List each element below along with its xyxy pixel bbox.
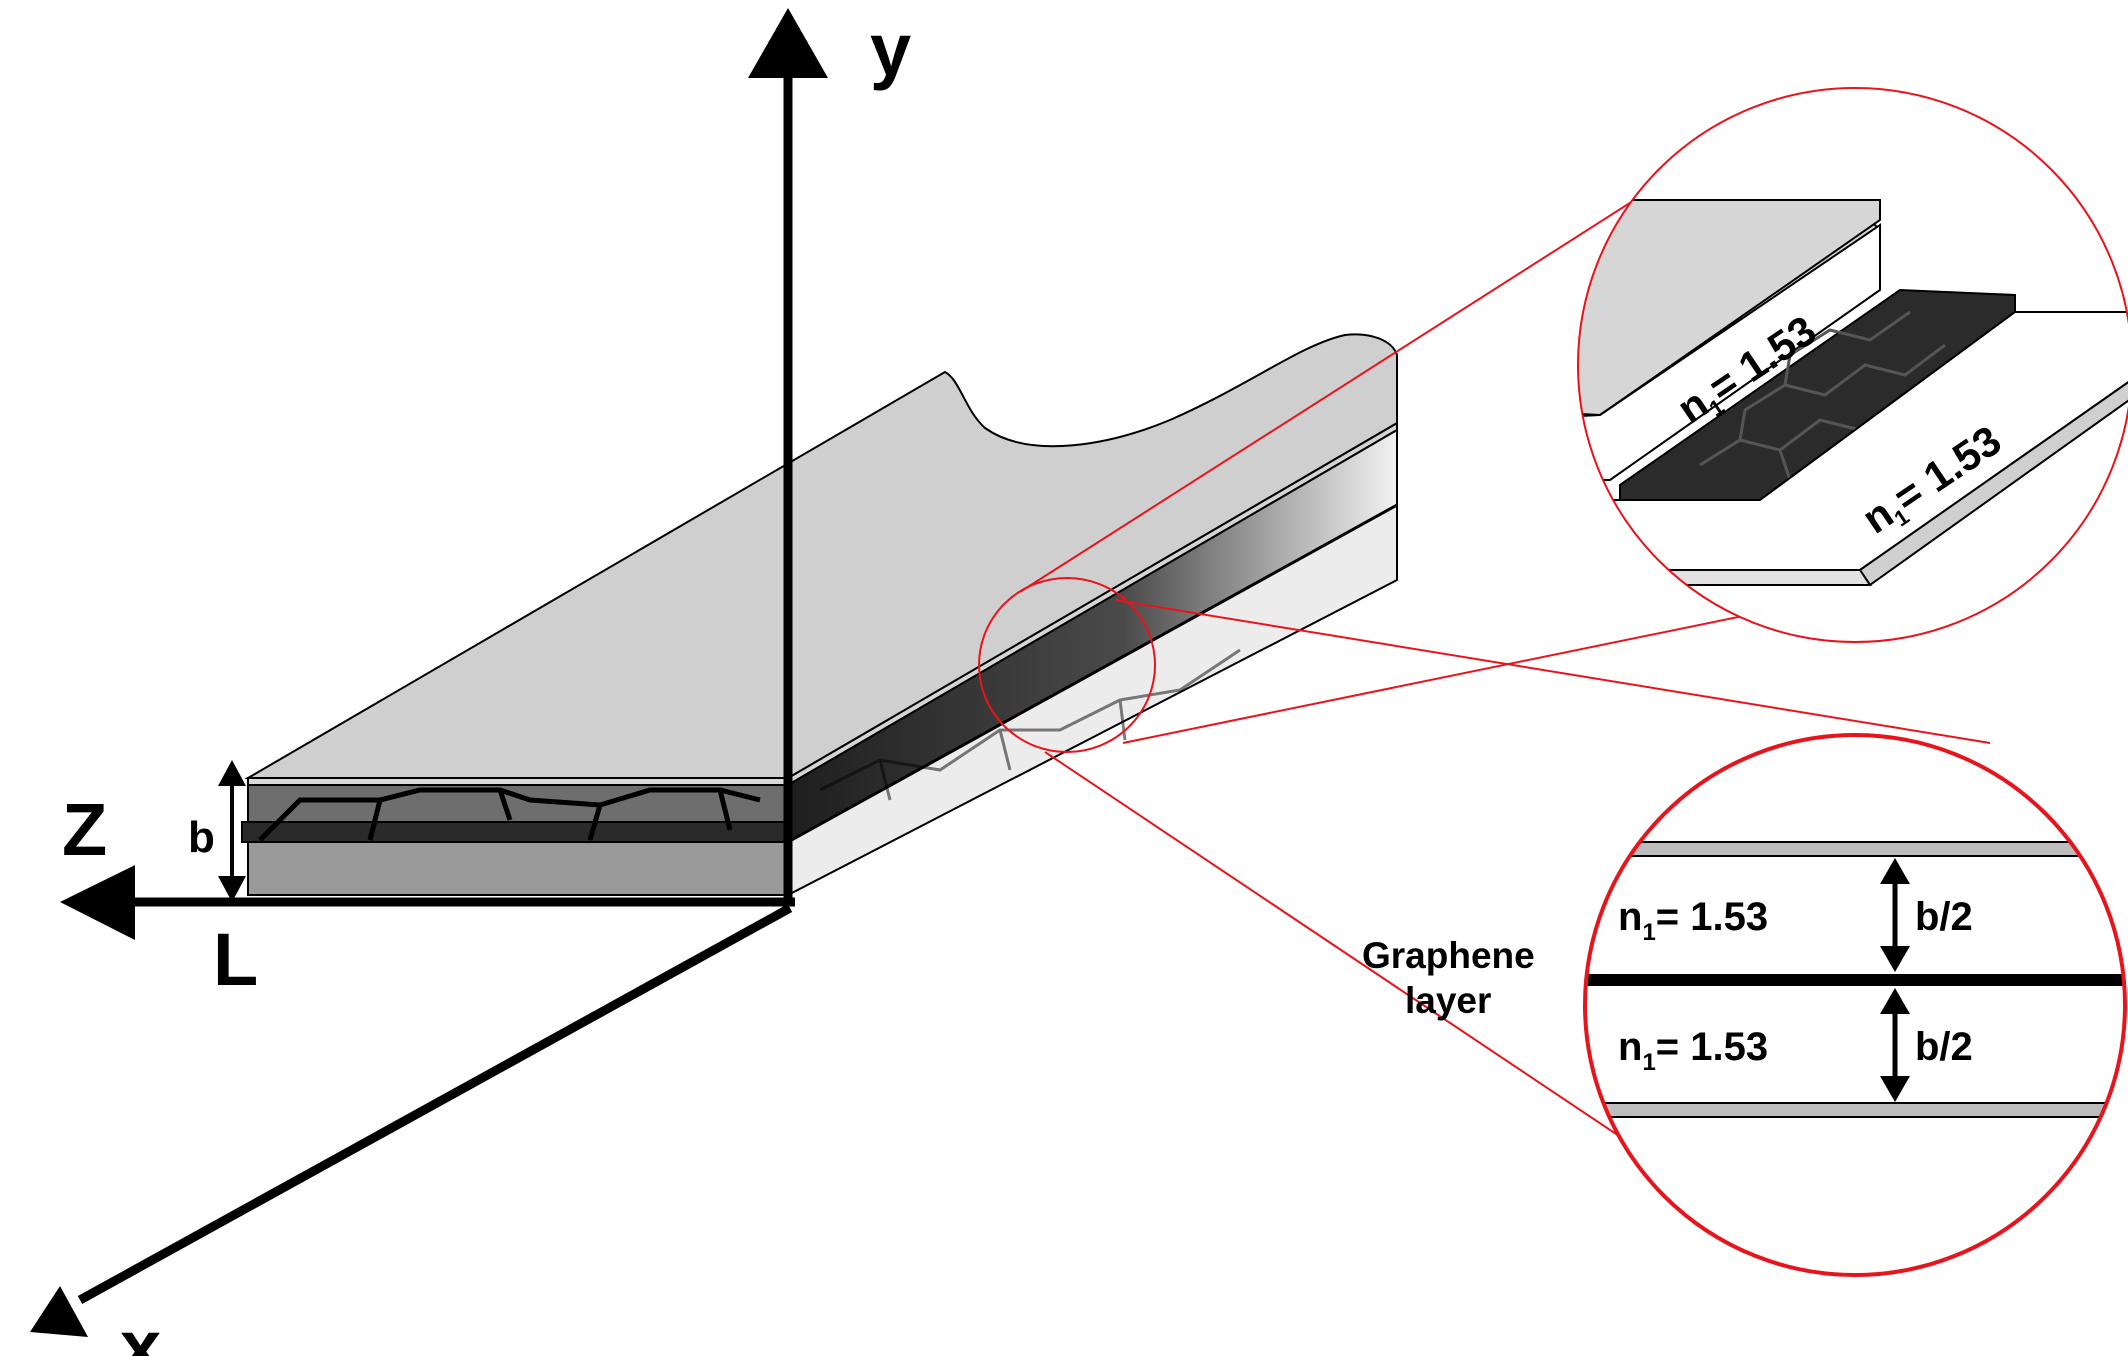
bottom-inset-upper-index: n1= 1.53 xyxy=(1618,895,1768,946)
bottom-inset-lower-thickness: b/2 xyxy=(1915,1025,1973,1069)
slab-front-lower-face xyxy=(247,841,789,896)
top-inset xyxy=(1577,87,2128,643)
bottom-inset-lower-cladding xyxy=(1585,1102,2125,1118)
x-axis-arrowhead xyxy=(30,1286,88,1337)
slab-graphene-honeycomb xyxy=(258,787,761,842)
axes xyxy=(30,8,828,1337)
slab-top-surface xyxy=(244,333,1398,779)
slab-side-edge xyxy=(787,503,1398,844)
bottom-inset-graphene-line xyxy=(1585,974,2125,986)
x-axis-line xyxy=(77,904,793,1304)
zoom-source-circle xyxy=(978,577,1156,753)
y-axis-label: y xyxy=(870,8,911,91)
z-axis-arrowhead xyxy=(60,865,135,940)
slab-side-honeycomb xyxy=(819,648,1241,801)
x-axis-label: x xyxy=(120,1305,161,1356)
graphene-label-line2: layer xyxy=(1405,980,1491,1021)
bottom-inset-upper-cladding xyxy=(1585,841,2125,857)
graphene-label-line1: Graphene xyxy=(1362,935,1535,976)
l-label: L xyxy=(213,918,258,1001)
waveguide-slab xyxy=(241,333,1398,897)
slab-front-upper-face xyxy=(247,777,789,786)
bottom-inset xyxy=(1583,733,2127,1277)
bottom-inset-upper-thickness: b/2 xyxy=(1915,895,1973,939)
bottom-inset-lower-index: n1= 1.53 xyxy=(1618,1025,1768,1076)
thickness-label: b xyxy=(188,813,215,862)
slab-front-graphene-face xyxy=(241,821,789,843)
zoom-lines xyxy=(1019,154,1991,1151)
thickness-dimension xyxy=(218,760,246,902)
y-axis-arrowhead xyxy=(748,8,828,78)
z-axis-label: Z xyxy=(62,788,107,871)
